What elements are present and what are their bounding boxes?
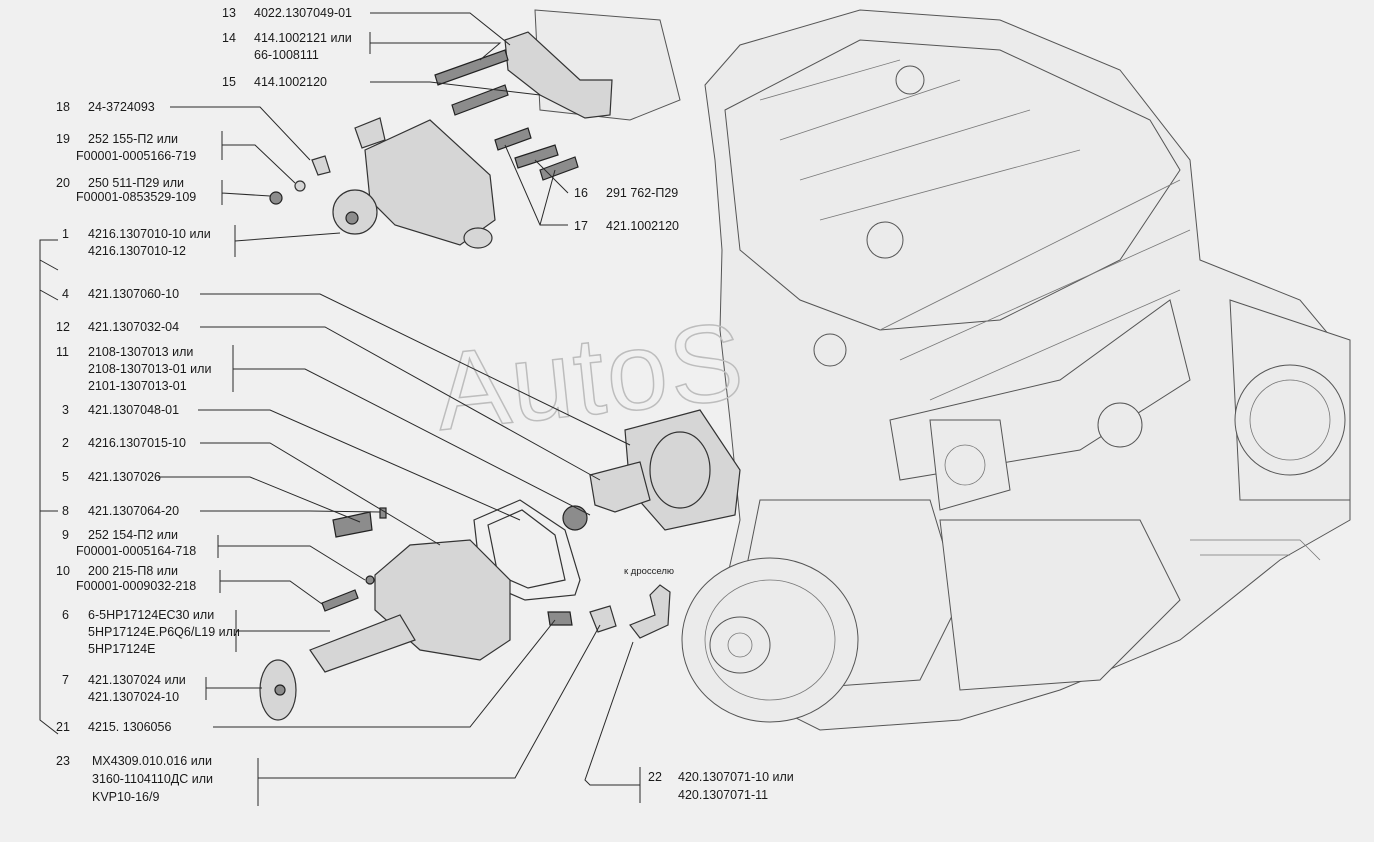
upper-parts (269, 9, 681, 249)
callout-4: 4 421.1307060-10 (62, 287, 179, 301)
part-number: 421.1307024-10 (88, 690, 179, 704)
part-number: 5НР17124Е.Р6Q6/L19 или (88, 625, 240, 639)
part-number: 3160-1104110ДС или (92, 772, 213, 786)
part-number: 420.1307071-10 или (678, 770, 794, 784)
callout-number: 6 (62, 608, 69, 622)
callout-labels: 13 4022.1307049-01 14 414.1002121 или 66… (56, 6, 794, 804)
callout-number: 14 (222, 31, 236, 45)
part-number: 2108-1307013 или (88, 345, 193, 359)
callout-15: 15 414.1002120 (222, 75, 327, 89)
callout-16: 16 291 762-П29 (574, 186, 678, 200)
callout-number: 23 (56, 754, 70, 768)
callout-23: 23 МХ4309.010.016 или 3160-1104110ДС или… (56, 754, 213, 804)
callout-10: 10 200 215-П8 или F00001-0009032-218 (56, 564, 196, 593)
part-number: 4216.1307010-12 (88, 244, 186, 258)
callout-20: 20 250 511-П29 или F00001-0853529-109 (56, 176, 196, 204)
callout-6: 6 6-5НР17124ЕС30 или 5НР17124Е.Р6Q6/L19 … (62, 608, 240, 656)
part-number: 4022.1307049-01 (254, 6, 352, 20)
part-number: 4215. 1306056 (88, 720, 171, 734)
callout-5: 5 421.1307026 (62, 470, 161, 484)
callout-3: 3 421.1307048-01 (62, 403, 179, 417)
part-number: F00001-0005164-718 (76, 544, 196, 558)
callout-21: 21 4215. 1306056 (56, 720, 171, 734)
part-number: 414.1002120 (254, 75, 327, 89)
callout-number: 18 (56, 100, 70, 114)
part-number: F00001-0853529-109 (76, 190, 196, 204)
callout-7: 7 421.1307024 или 421.1307024-10 (62, 673, 186, 704)
note-throttle: к дросселю (624, 566, 674, 577)
part-number: 2108-1307013-01 или (88, 362, 211, 376)
callout-number: 8 (62, 504, 69, 518)
callout-number: 21 (56, 720, 70, 734)
part-number: 421.1307032-04 (88, 320, 179, 334)
callout-12: 12 421.1307032-04 (56, 320, 179, 334)
callout-number: 12 (56, 320, 70, 334)
callout-2: 2 4216.1307015-10 (62, 436, 186, 450)
part-number: 4216.1307015-10 (88, 436, 186, 450)
part-number: 200 215-П8 или (88, 564, 178, 578)
part-number: KVP10-16/9 (92, 790, 159, 804)
part-number: 6-5НР17124ЕС30 или (88, 608, 214, 622)
part-number: 5НР17124Е (88, 642, 155, 656)
callout-number: 10 (56, 564, 70, 578)
callout-9: 9 252 154-П2 или F00001-0005164-718 (62, 528, 196, 558)
callout-number: 15 (222, 75, 236, 89)
engine-assembly (681, 9, 1351, 731)
part-number: 291 762-П29 (606, 186, 678, 200)
part-number: 2101-1307013-01 (88, 379, 187, 393)
callout-number: 5 (62, 470, 69, 484)
callout-22: 22 420.1307071-10 или 420.1307071-11 (648, 770, 794, 802)
callout-number: 19 (56, 132, 70, 146)
callout-1: 1 4216.1307010-10 или 4216.1307010-12 (62, 227, 211, 258)
callout-number: 2 (62, 436, 69, 450)
callout-number: 22 (648, 770, 662, 784)
part-number: 421.1307048-01 (88, 403, 179, 417)
part-number: 250 511-П29 или (88, 176, 184, 190)
part-number: 421.1002120 (606, 219, 679, 233)
lower-parts (259, 409, 741, 721)
part-number: МХ4309.010.016 или (92, 754, 212, 768)
callout-8: 8 421.1307064-20 (62, 504, 179, 518)
part-number: 421.1307026 (88, 470, 161, 484)
callout-number: 9 (62, 528, 69, 542)
leader-lines (39, 12, 641, 806)
callout-14: 14 414.1002121 или 66-1008111 (222, 31, 352, 62)
callout-number: 16 (574, 186, 588, 200)
part-number: 252 154-П2 или (88, 528, 178, 542)
part-number: 414.1002121 или (254, 31, 352, 45)
callout-11: 11 2108-1307013 или 2108-1307013-01 или … (56, 345, 211, 393)
part-number: 420.1307071-11 (678, 788, 768, 802)
part-number: 4216.1307010-10 или (88, 227, 211, 241)
callout-number: 3 (62, 403, 69, 417)
callout-13: 13 4022.1307049-01 (222, 6, 352, 20)
callout-17: 17 421.1002120 (574, 219, 679, 233)
callout-number: 11 (56, 345, 69, 359)
callout-number: 7 (62, 673, 69, 687)
callout-number: 4 (62, 287, 69, 301)
part-number: F00001-0009032-218 (76, 579, 196, 593)
callout-number: 13 (222, 6, 236, 20)
callout-number: 20 (56, 176, 70, 190)
callout-number: 17 (574, 219, 588, 233)
callout-number: 1 (62, 227, 69, 241)
callout-18: 18 24-3724093 (56, 100, 155, 114)
callout-19: 19 252 155-П2 или F00001-0005166-719 (56, 132, 196, 163)
part-number: 421.1307064-20 (88, 504, 179, 518)
part-number: 66-1008111 (254, 48, 319, 62)
part-number: 252 155-П2 или (88, 132, 178, 146)
part-number: 421.1307024 или (88, 673, 186, 687)
part-number: 421.1307060-10 (88, 287, 179, 301)
part-number: F00001-0005166-719 (76, 149, 196, 163)
part-number: 24-3724093 (88, 100, 155, 114)
